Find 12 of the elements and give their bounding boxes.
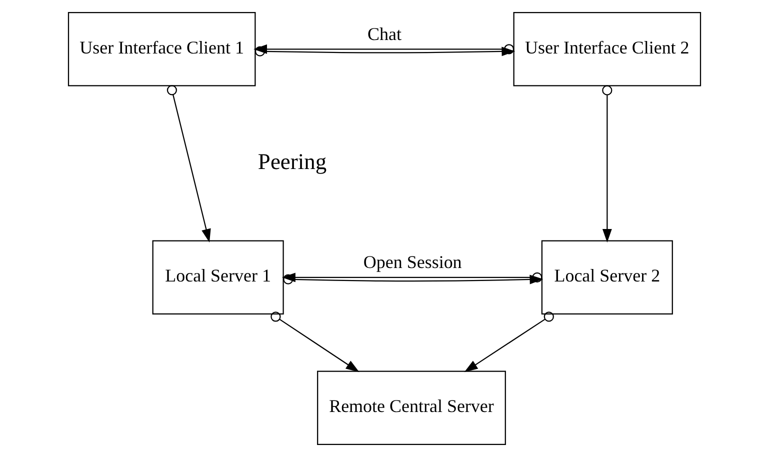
node-box: Remote Central Server — [316, 370, 506, 445]
arrow — [464, 312, 554, 372]
node-box: Local Server 1 — [152, 240, 284, 315]
node-box: User Interface Client 1 — [67, 12, 256, 86]
label: Peering — [257, 148, 326, 174]
arrow — [166, 85, 210, 242]
edge-label: Chat — [367, 24, 401, 44]
arrow — [602, 85, 612, 243]
node-box: User Interface Client 2 — [512, 12, 701, 86]
node-box: Local Server 2 — [540, 240, 672, 315]
arrow — [270, 312, 359, 372]
edge-label: Open Session — [362, 252, 462, 272]
